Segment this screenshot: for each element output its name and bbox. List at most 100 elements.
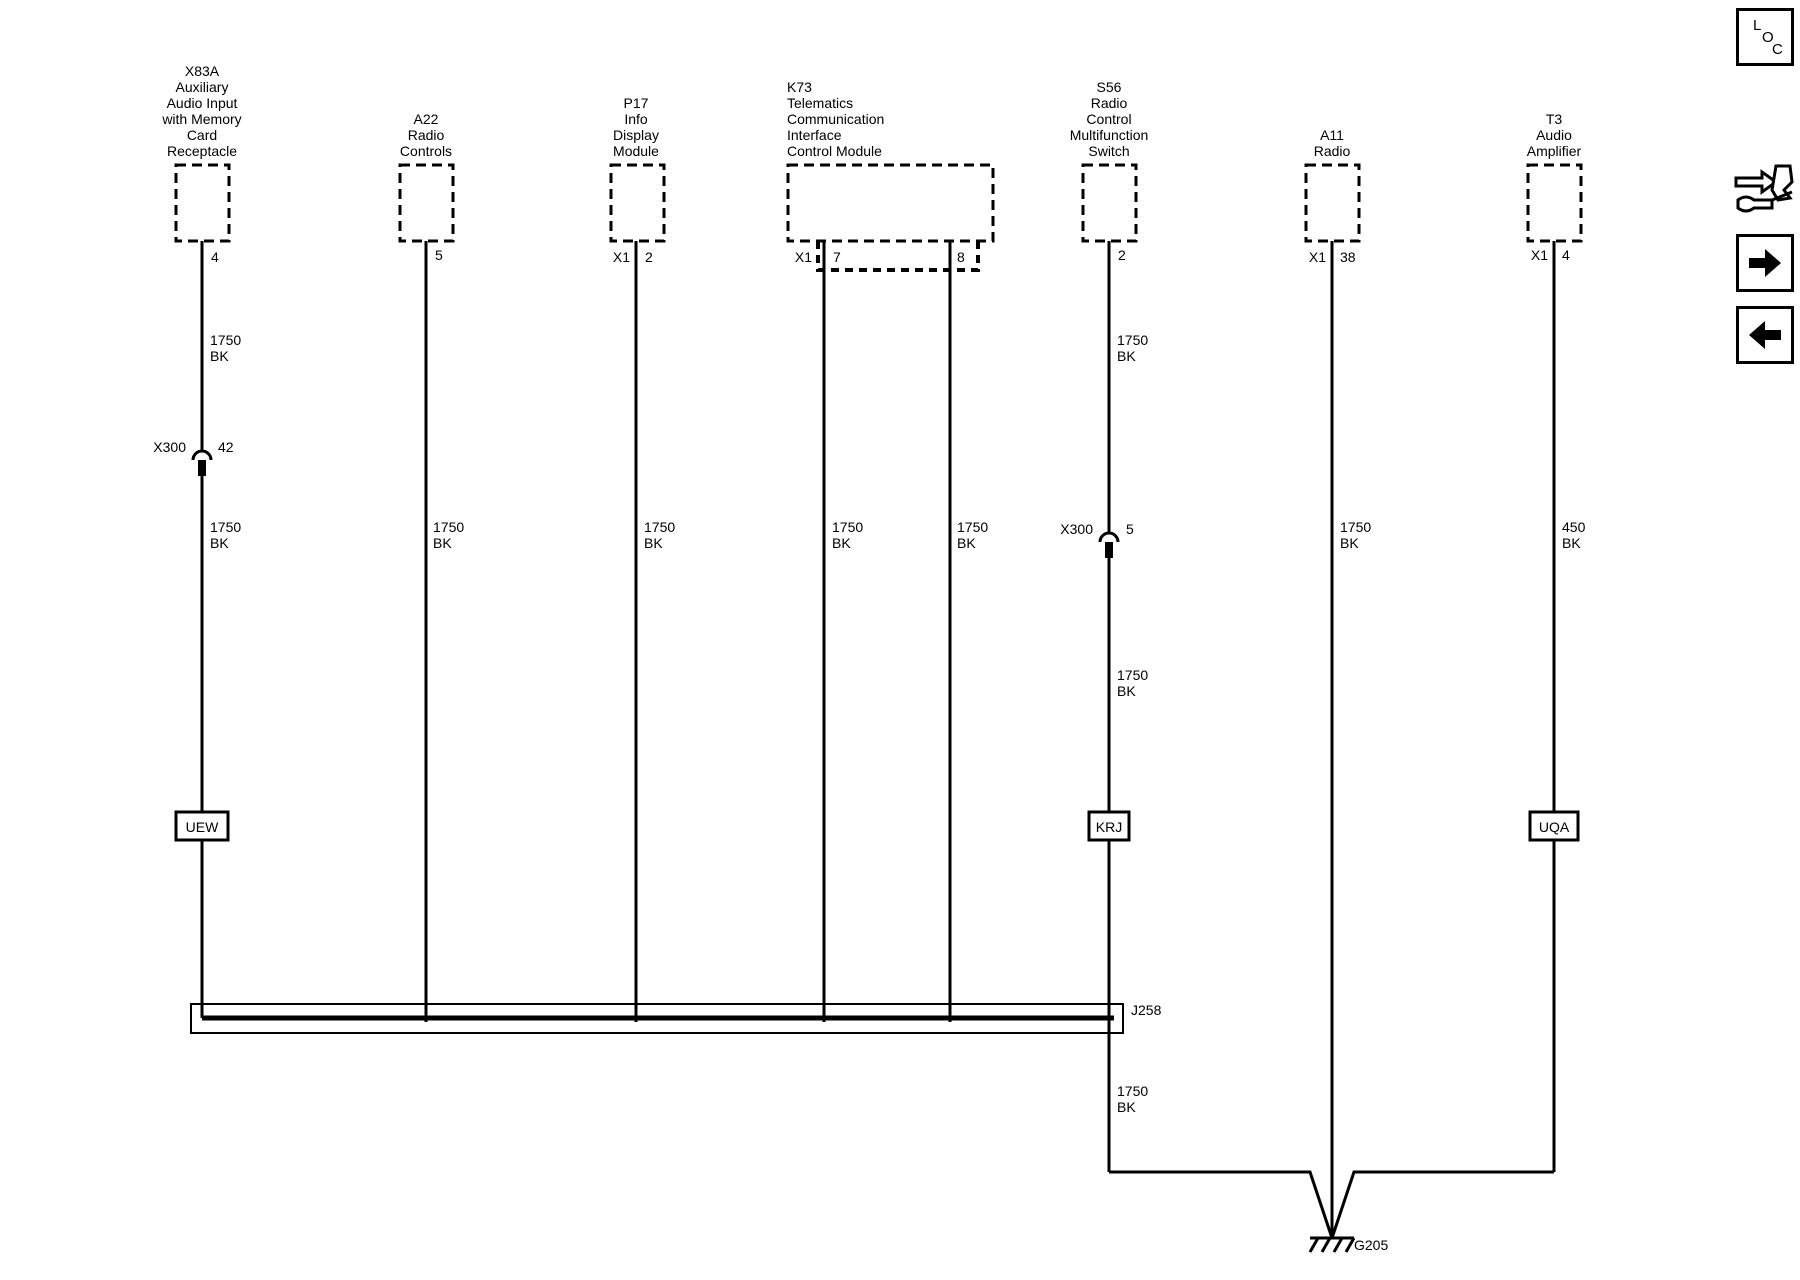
wire-label-k73-7: 1750 BK [832, 519, 863, 551]
ground-label: G205 [1354, 1237, 1388, 1253]
svg-text:1750: 1750 [210, 332, 241, 348]
component-k73-title: K73 Telematics Communication Interface C… [787, 79, 884, 159]
connector-t3: X1 [1531, 247, 1548, 263]
component-a11-title: A11 Radio [1314, 127, 1351, 159]
svg-text:X83A: X83A [185, 63, 220, 79]
svg-text:Interface: Interface [787, 127, 842, 143]
svg-text:BK: BK [832, 535, 851, 551]
x300-b-name: X300 [1060, 521, 1093, 537]
wire-label-t3: 450 BK [1562, 519, 1586, 551]
x300-a-name: X300 [153, 439, 186, 455]
svg-text:T3: T3 [1546, 111, 1563, 127]
wire-label-a22: 1750 BK [433, 519, 464, 551]
component-p17-title: P17 Info Display Module [613, 95, 659, 159]
pin-k73-8: 8 [957, 249, 965, 265]
svg-text:Auxiliary: Auxiliary [176, 79, 229, 95]
svg-text:BK: BK [957, 535, 976, 551]
back-button[interactable] [1736, 306, 1794, 364]
pin-t3: 4 [1562, 247, 1570, 263]
component-s56-title: S56 Radio Control Multifunction Switch [1070, 79, 1149, 159]
svg-text:UEW: UEW [186, 819, 219, 835]
forward-button[interactable] [1736, 234, 1794, 292]
svg-text:450: 450 [1562, 519, 1586, 535]
svg-text:1750: 1750 [832, 519, 863, 535]
svg-text:BK: BK [210, 348, 229, 364]
svg-text:KRJ: KRJ [1096, 819, 1122, 835]
svg-text:BK: BK [1117, 683, 1136, 699]
svg-text:K73: K73 [787, 79, 812, 95]
loc-letter-c: C [1772, 41, 1783, 58]
wire-label-a11: 1750 BK [1340, 519, 1371, 551]
svg-text:with Memory: with Memory [161, 111, 241, 127]
component-a22-title: A22 Radio Controls [400, 111, 452, 159]
wire-label-k73-8: 1750 BK [957, 519, 988, 551]
component-x83a-title: X83A Auxiliary Audio Input with Memory C… [161, 63, 241, 159]
wire-label-x83a-upper: 1750 BK [210, 332, 241, 364]
svg-text:BK: BK [1340, 535, 1359, 551]
svg-text:Multifunction: Multifunction [1070, 127, 1149, 143]
component-s56-box [1081, 163, 1138, 243]
k73-x1-connector-outline [816, 241, 980, 272]
svg-text:Control: Control [1086, 111, 1131, 127]
arrow-left-icon [1749, 321, 1781, 349]
x300-a-pin: 42 [218, 439, 234, 455]
svg-text:1750: 1750 [1117, 667, 1148, 683]
wire-label-s56-lower: 1750 BK [1117, 667, 1148, 699]
svg-text:1750: 1750 [1117, 1083, 1148, 1099]
component-t3-box [1526, 163, 1583, 243]
loc-letter-l: L [1753, 17, 1762, 34]
component-k73-box [786, 163, 995, 243]
connector-p17: X1 [613, 249, 630, 265]
svg-text:1750: 1750 [210, 519, 241, 535]
option-badge-uew[interactable]: UEW [174, 810, 230, 842]
connector-tools-icon[interactable] [1732, 160, 1796, 218]
location-view-button[interactable]: L O C [1736, 8, 1794, 66]
ground-routing [1109, 1170, 1554, 1239]
pin-a22: 5 [435, 247, 443, 263]
pin-s56: 2 [1118, 247, 1126, 263]
pin-a11: 38 [1340, 249, 1356, 265]
arrow-right-icon [1749, 249, 1781, 277]
svg-text:Controls: Controls [400, 143, 452, 159]
pin-k73-7: 7 [833, 249, 841, 265]
svg-text:Amplifier: Amplifier [1527, 143, 1582, 159]
wire-label-s56-ground: 1750 BK [1117, 1083, 1148, 1115]
ground-symbol [1308, 1236, 1356, 1253]
svg-text:Info: Info [624, 111, 648, 127]
component-t3-title: T3 Audio Amplifier [1527, 111, 1582, 159]
svg-text:Radio: Radio [1091, 95, 1128, 111]
component-x83a-box [174, 163, 231, 243]
svg-text:A22: A22 [414, 111, 439, 127]
svg-text:1750: 1750 [644, 519, 675, 535]
svg-text:1750: 1750 [433, 519, 464, 535]
option-badge-krj[interactable]: KRJ [1087, 810, 1131, 842]
svg-text:Control Module: Control Module [787, 143, 882, 159]
option-badge-uqa[interactable]: UQA [1528, 810, 1580, 842]
svg-text:1750: 1750 [1340, 519, 1371, 535]
component-p17-box [609, 163, 666, 243]
component-a11-box [1304, 163, 1361, 243]
svg-text:Telematics: Telematics [787, 95, 853, 111]
svg-text:Display: Display [613, 127, 659, 143]
inline-connector-x300-a [191, 449, 213, 476]
svg-text:A11: A11 [1320, 127, 1344, 143]
svg-text:Radio: Radio [1314, 143, 1351, 159]
svg-text:1750: 1750 [1117, 332, 1148, 348]
svg-text:BK: BK [1562, 535, 1581, 551]
wire-label-x83a-lower: 1750 BK [210, 519, 241, 551]
svg-text:Radio: Radio [408, 127, 445, 143]
x300-b-pin: 5 [1126, 521, 1134, 537]
connector-a11: X1 [1309, 249, 1326, 265]
splice-label: J258 [1131, 1002, 1162, 1018]
svg-text:BK: BK [1117, 1099, 1136, 1115]
pin-x83a: 4 [211, 249, 219, 265]
svg-text:Card: Card [187, 127, 217, 143]
svg-text:BK: BK [644, 535, 663, 551]
splice-pack-j258 [190, 1003, 1124, 1034]
pin-p17: 2 [645, 249, 653, 265]
svg-text:S56: S56 [1097, 79, 1122, 95]
svg-text:1750: 1750 [957, 519, 988, 535]
inline-connector-x300-b [1098, 531, 1120, 558]
loc-letter-o: O [1762, 29, 1774, 46]
